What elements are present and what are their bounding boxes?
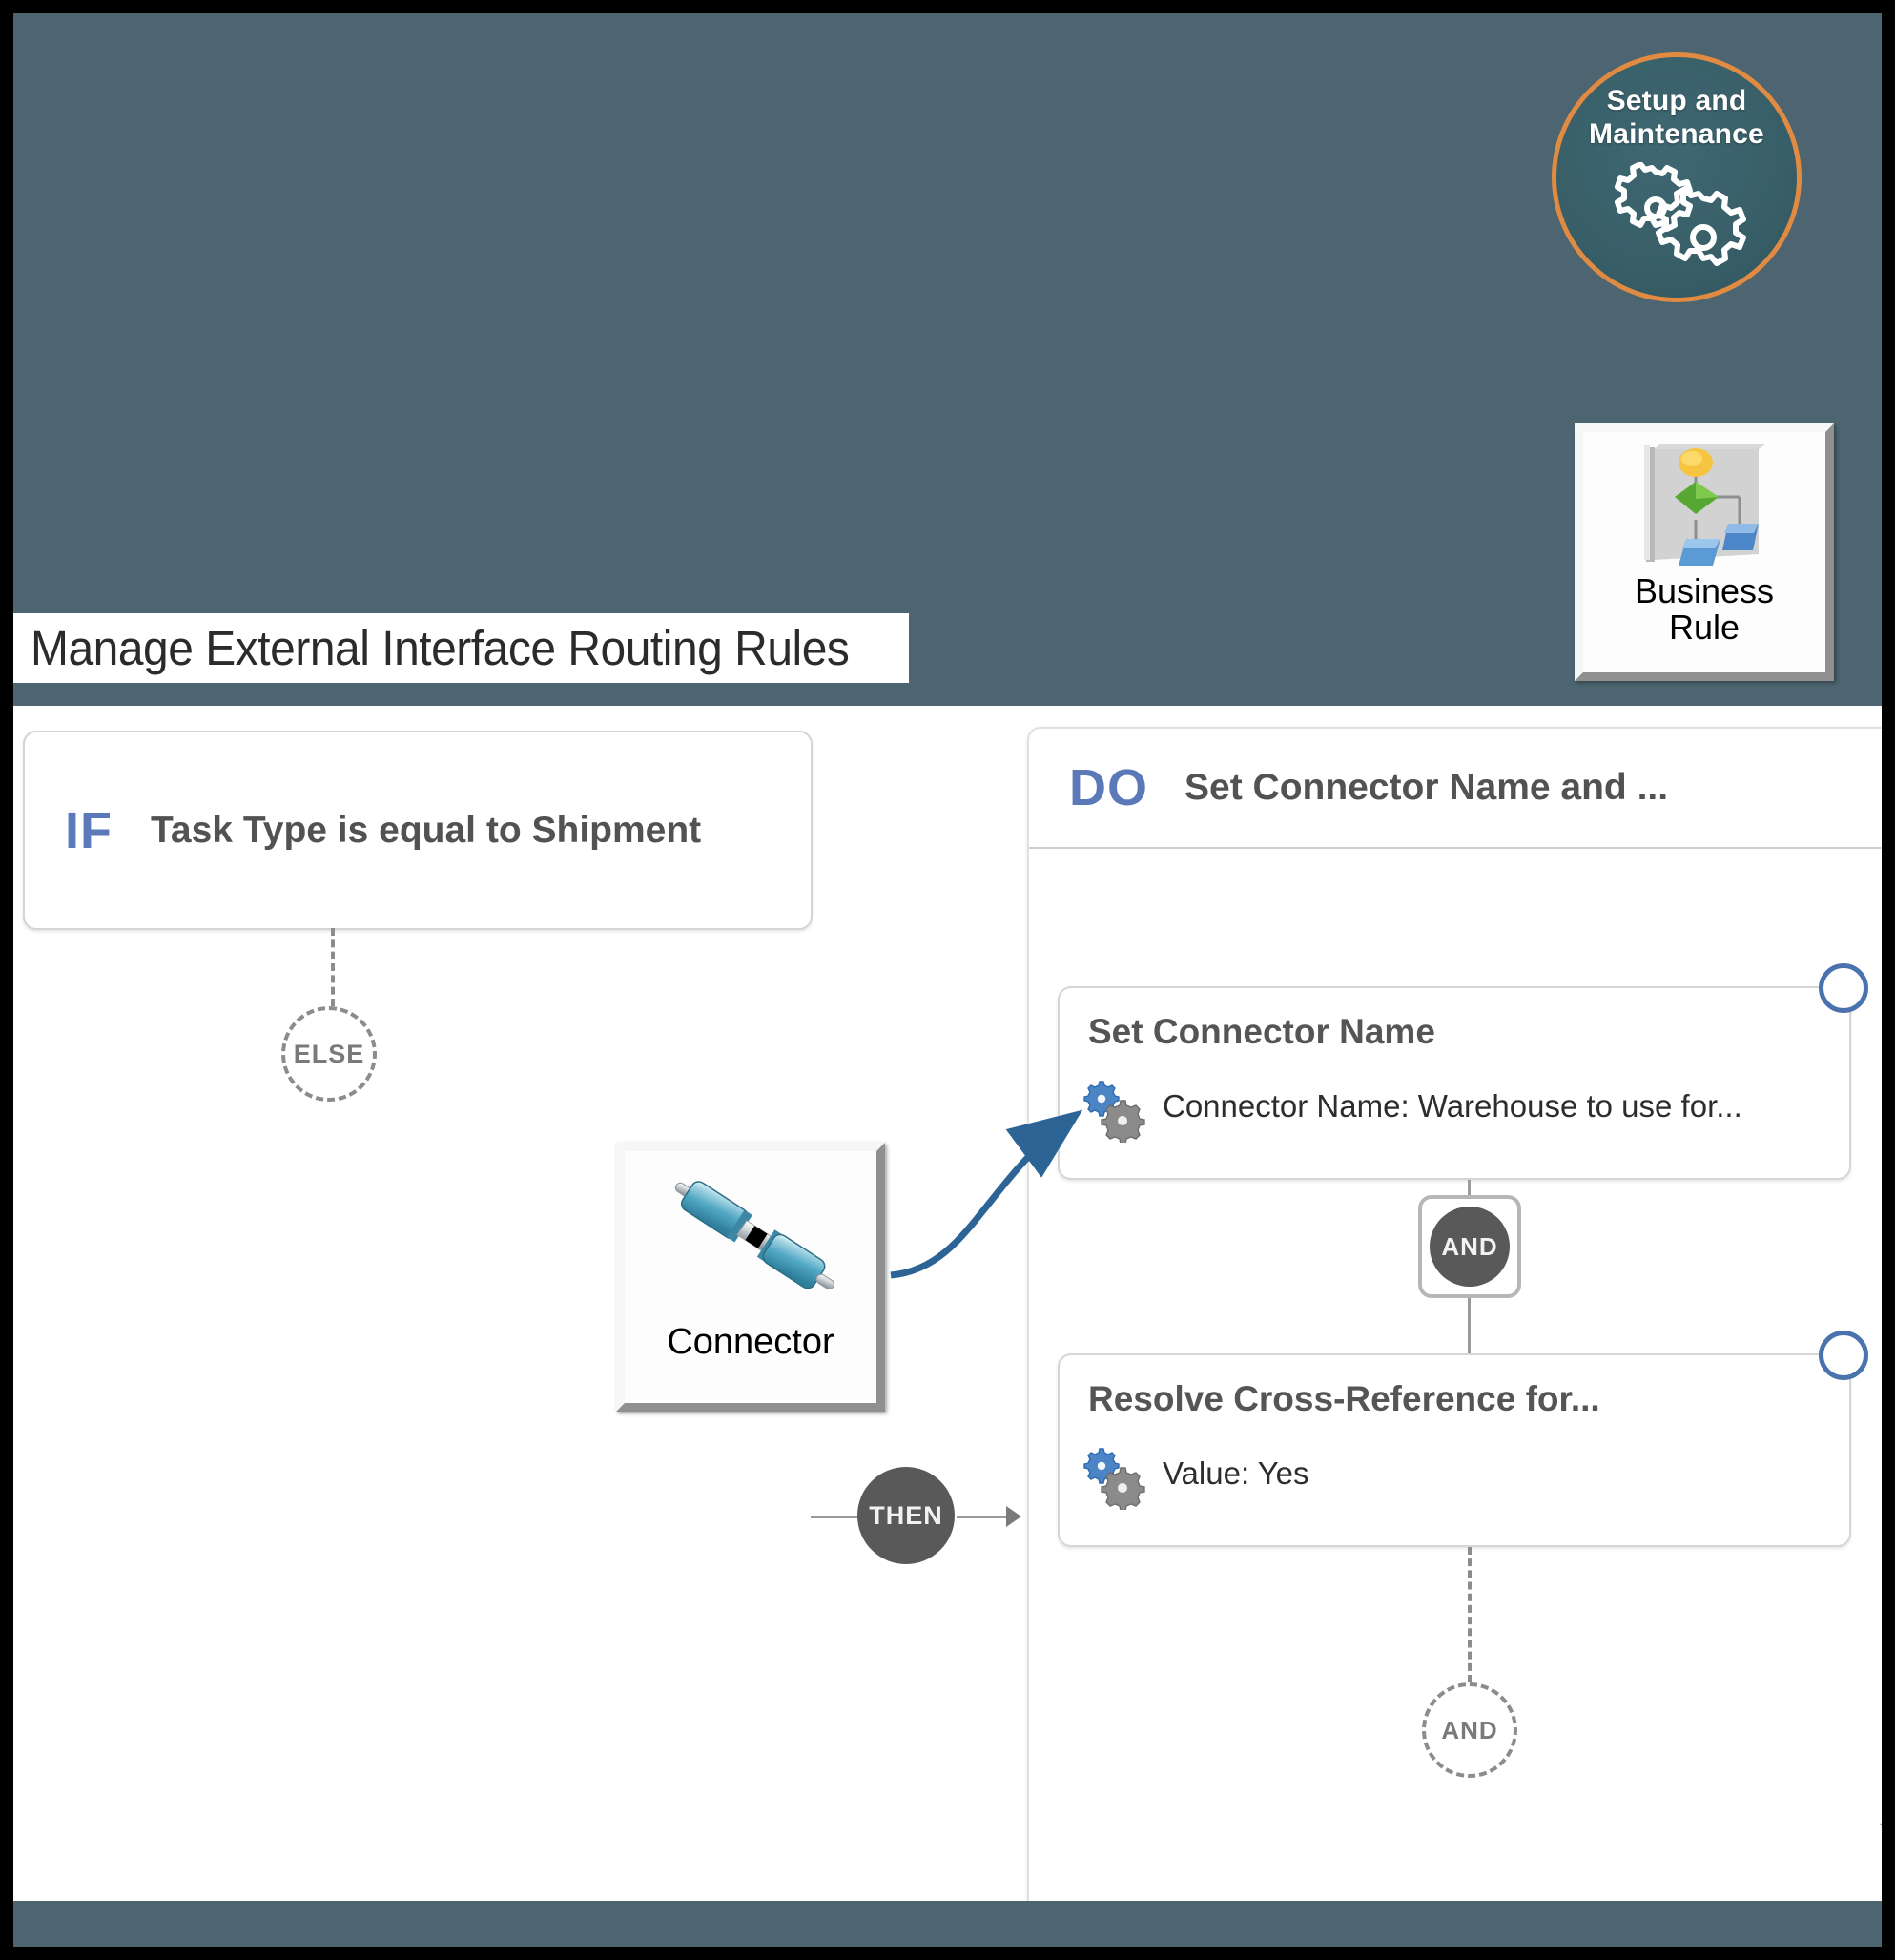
gears-icon xyxy=(1082,1080,1145,1145)
circle-outline-icon[interactable] xyxy=(1819,963,1868,1013)
if-keyword: IF xyxy=(65,801,113,859)
do-title: Set Connector Name and ... xyxy=(1184,767,1669,808)
rule-designer-canvas: IF Task Type is equal to Shipment ELSE D… xyxy=(13,706,1882,1918)
setup-and-maintenance-badge[interactable]: Setup and Maintenance xyxy=(1552,52,1802,302)
then-node[interactable]: THEN xyxy=(857,1467,955,1564)
if-condition-text: Task Type is equal to Shipment xyxy=(151,809,702,851)
do-actions-panel: DO Set Connector Name and ... Set Connec… xyxy=(1027,727,1882,1918)
do-panel-header[interactable]: DO Set Connector Name and ... xyxy=(1029,729,1882,849)
callout-business-rule-label: Business Rule xyxy=(1635,573,1774,646)
connector-if-else xyxy=(331,928,335,1006)
and-label: AND xyxy=(1430,1207,1510,1287)
and-node[interactable]: AND xyxy=(1418,1195,1521,1298)
footer-background xyxy=(13,1901,1882,1947)
connector-and-action2 xyxy=(1468,1298,1471,1353)
action-title: Resolve Cross-Reference for... xyxy=(1088,1379,1600,1418)
business-rule-tree-icon xyxy=(1633,438,1776,571)
then-label: THEN xyxy=(869,1500,943,1530)
action-detail: Value: Yes xyxy=(1163,1455,1309,1491)
setup-badge-line2: Maintenance xyxy=(1589,117,1764,150)
connector-action1-and xyxy=(1468,1180,1471,1197)
callout-connector: Connector xyxy=(616,1143,885,1412)
callout-business-rule: Business Rule xyxy=(1575,423,1834,681)
panel-resize-grip[interactable]: ◢ xyxy=(1880,1804,1882,1828)
connector-if-then xyxy=(811,1516,863,1518)
if-condition-card[interactable]: IF Task Type is equal to Shipment xyxy=(23,731,813,930)
business-rule-line1: Business xyxy=(1634,571,1775,610)
and-node-placeholder[interactable]: AND xyxy=(1422,1682,1517,1778)
action-card-resolve-cross-reference[interactable]: Resolve Cross-Reference for... Value: Ye xyxy=(1058,1331,1868,1547)
connector-action2-and-placeholder xyxy=(1468,1547,1472,1682)
else-node[interactable]: ELSE xyxy=(281,1006,377,1102)
gears-icon xyxy=(1082,1447,1145,1512)
connector-plug-icon xyxy=(646,1155,855,1322)
setup-badge-label: Setup and Maintenance xyxy=(1589,85,1764,151)
circle-outline-icon[interactable] xyxy=(1819,1331,1868,1380)
action-detail: Connector Name: Warehouse to use for... xyxy=(1163,1088,1742,1124)
page-title-plate: Manage External Interface Routing Rules xyxy=(13,613,909,683)
action-card-set-connector-name[interactable]: Set Connector Name Connector Name: Wareh xyxy=(1058,963,1868,1180)
action-title: Set Connector Name xyxy=(1088,1012,1435,1051)
do-keyword: DO xyxy=(1069,759,1148,816)
arrow-then-do-icon xyxy=(1006,1506,1021,1527)
and-placeholder-label: AND xyxy=(1441,1715,1498,1744)
setup-badge-line1: Setup and xyxy=(1606,85,1747,116)
business-rule-line2: Rule xyxy=(1668,607,1741,647)
callout-connector-label: Connector xyxy=(667,1322,834,1362)
else-label: ELSE xyxy=(293,1039,365,1068)
page-title: Manage External Interface Routing Rules xyxy=(31,621,850,675)
connector-then-do xyxy=(957,1516,1006,1518)
gears-icon xyxy=(1600,161,1753,267)
